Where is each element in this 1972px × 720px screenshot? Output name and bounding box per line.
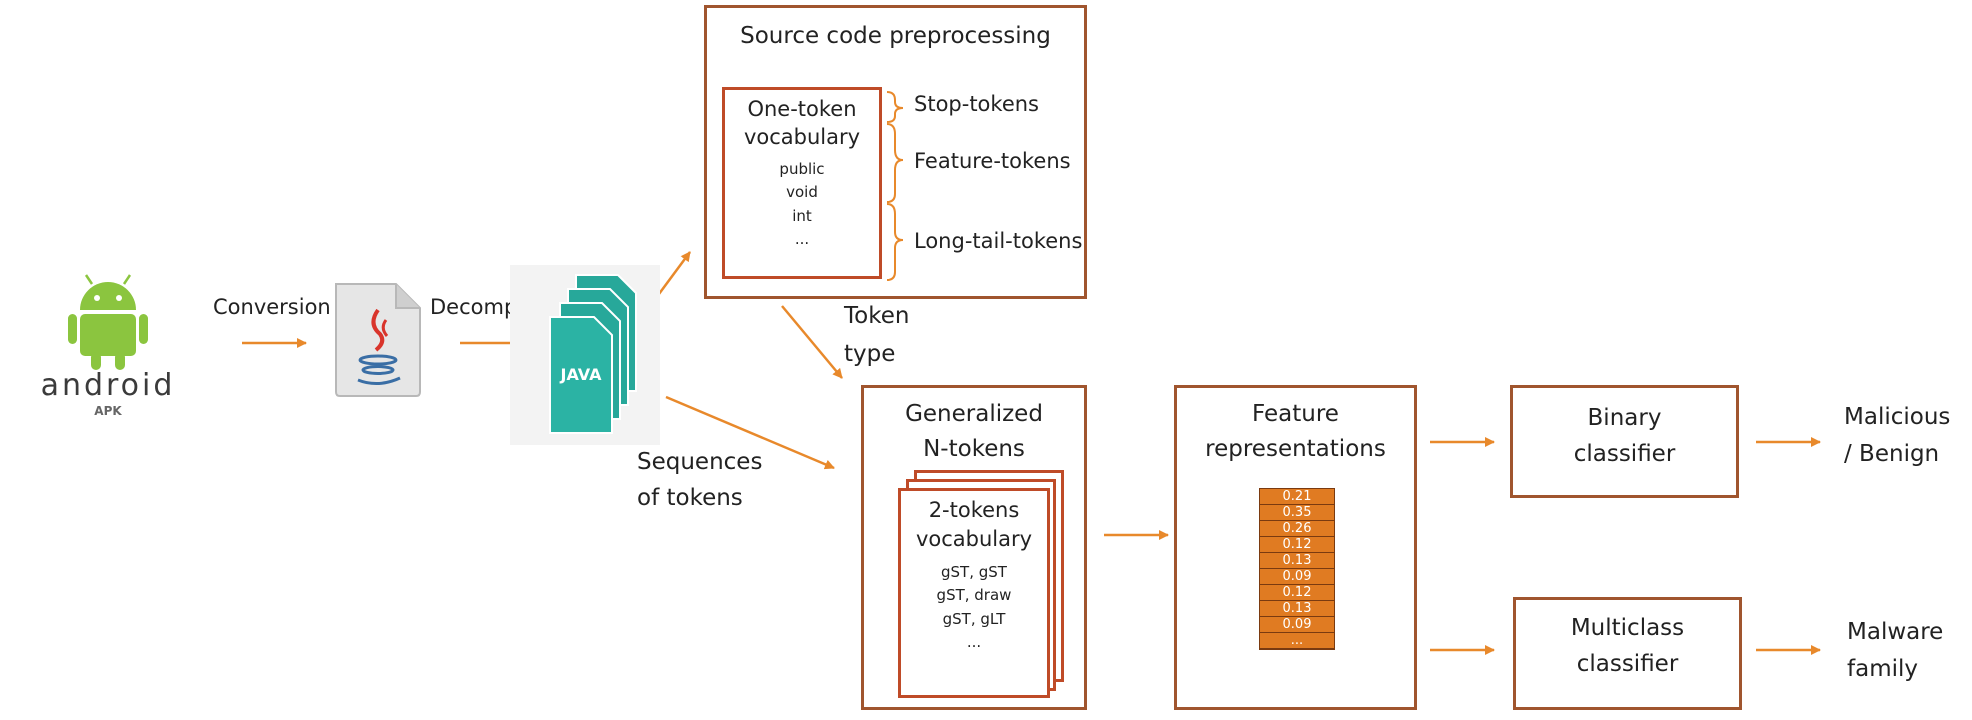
two-token-vocab-items: gST, gST gST, draw gST, gLT ... [901, 561, 1047, 654]
token-type-label-line1: Token [844, 303, 910, 329]
label-conversion: Conversion [213, 295, 331, 319]
apk-label: APK [94, 404, 122, 418]
malware-family-label-line2: family [1847, 656, 1918, 682]
multiclass-title-line2: classifier [1576, 651, 1679, 677]
java-documents: JAVA [510, 265, 660, 445]
long-tail-tokens-label: Long-tail-tokens [914, 229, 1083, 253]
multiclass-classifier-box: Multiclass classifier [1513, 597, 1742, 710]
java-label: JAVA [560, 365, 602, 384]
features-title-line1: Feature [1252, 401, 1339, 427]
binary-classifier-box: Binary classifier [1510, 385, 1739, 498]
vector-cell: 0.12 [1260, 585, 1334, 601]
malicious-label-line1: Malicious [1844, 404, 1951, 430]
stop-tokens-label: Stop-tokens [914, 92, 1039, 116]
malware-family-label-line1: Malware [1847, 619, 1944, 645]
ntokens-box: Generalized N-tokens 2-tokens vocabulary… [861, 385, 1087, 710]
one-token-vocab-items: public void int ... [725, 158, 879, 251]
vector-cell: 0.35 [1260, 505, 1334, 521]
vocab-item: ... [794, 229, 810, 248]
arrow-token-type [781, 305, 843, 379]
vector-cell: 0.13 [1260, 601, 1334, 617]
vector-cell: 0.26 [1260, 521, 1334, 537]
two-token-vocab-title-line1: 2-tokens [928, 498, 1020, 522]
preprocessing-box: Source code preprocessing One-token voca… [704, 5, 1087, 299]
vector-cell: 0.09 [1260, 569, 1334, 585]
vector-cell: ... [1260, 633, 1334, 649]
bracket-icons [886, 91, 904, 281]
vocab-item: ... [966, 632, 982, 651]
vocab-item: int [792, 206, 812, 225]
token-type-label-line2: type [844, 341, 896, 367]
android-apk: android APK [18, 270, 198, 420]
android-wordmark: android [40, 368, 176, 403]
two-token-vocabulary-box: 2-tokens vocabulary gST, gST gST, draw g… [898, 488, 1050, 698]
vector-cell: 0.21 [1260, 489, 1334, 505]
features-title-line2: representations [1205, 436, 1386, 462]
sequences-label-line1: Sequences [637, 449, 763, 475]
preprocessing-title: Source code preprocessing [740, 23, 1051, 49]
java-file-icon [335, 283, 421, 397]
vector-cell: 0.09 [1260, 617, 1334, 633]
ntokens-title-line1: Generalized [905, 401, 1043, 427]
sequences-label-line2: of tokens [637, 485, 743, 511]
vector-cell: 0.12 [1260, 537, 1334, 553]
arrow-to-preprocessing [654, 251, 692, 299]
one-token-vocab-title-line2: vocabulary [743, 125, 861, 149]
vocab-item: void [786, 183, 818, 202]
binary-title-line1: Binary [1587, 405, 1662, 431]
vocab-item: public [779, 160, 825, 178]
one-token-vocab-title-line1: One-token [747, 97, 857, 121]
malicious-label-line2: / Benign [1844, 441, 1940, 467]
multiclass-title-line1: Multiclass [1570, 615, 1685, 641]
java-documents-icon [549, 274, 637, 434]
two-token-vocab-title-line2: vocabulary [915, 527, 1033, 551]
arrow-sequences [665, 395, 835, 470]
vector-cell: 0.13 [1260, 553, 1334, 569]
feature-tokens-label: Feature-tokens [914, 149, 1071, 173]
vocab-item: gST, draw [936, 586, 1012, 605]
binary-title-line2: classifier [1573, 441, 1676, 467]
android-robot-icon [68, 274, 148, 370]
ntokens-title-line2: N-tokens [923, 436, 1025, 462]
vocab-item: gST, gST [941, 563, 1007, 581]
one-token-vocabulary-box: One-token vocabulary public void int ... [722, 87, 882, 279]
vocab-item: gST, gLT [942, 609, 1006, 628]
